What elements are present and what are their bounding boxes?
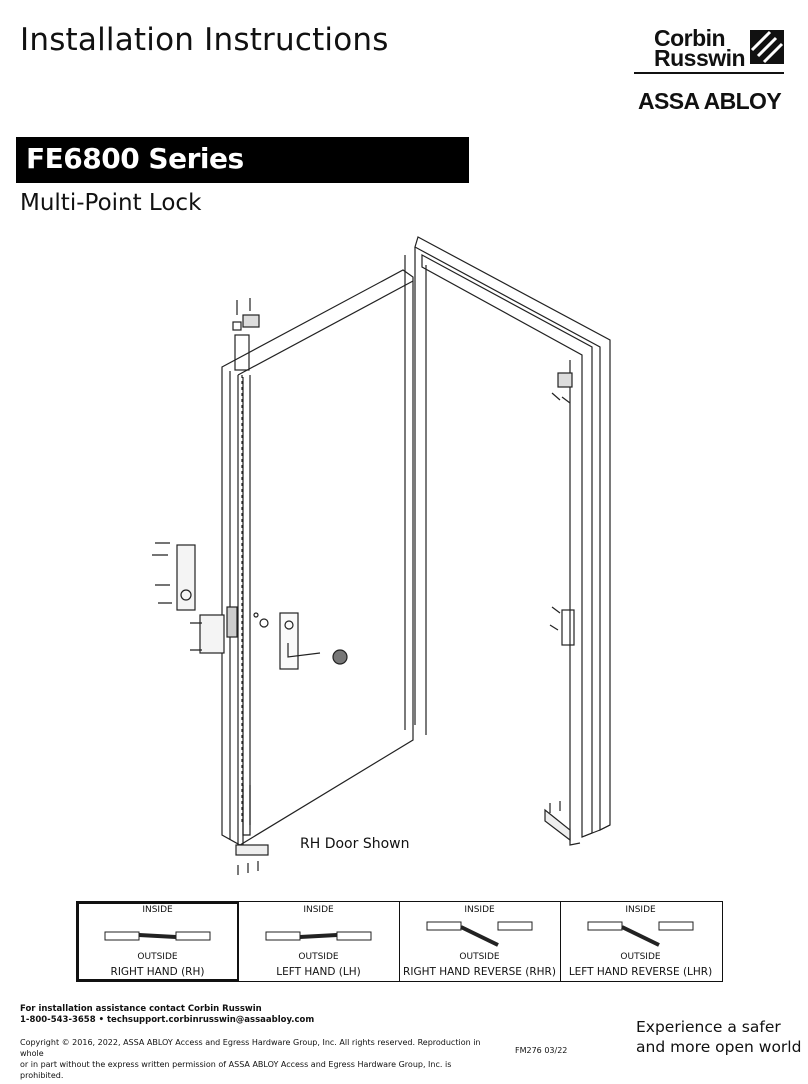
form-number: FM276 03/22 (515, 1046, 568, 1055)
door-handing-table: INSIDE OUTSIDE RIGHT HAND (RH) INSIDE OU… (76, 901, 723, 982)
handing-name: LEFT HAND (LH) (276, 966, 361, 978)
copyright-line-1: Copyright © 2016, 2022, ASSA ABLOY Acces… (20, 1038, 481, 1058)
corbin-russwin-logo: Corbin Russwin ASSA ABLOY (634, 25, 786, 118)
page-title: Installation Instructions (20, 22, 389, 58)
handing-lh-diagram (265, 931, 372, 941)
copyright-line-2: or in part without the express written p… (20, 1060, 452, 1080)
outside-label: OUTSIDE (298, 952, 339, 962)
copyright-notice: Copyright © 2016, 2022, ASSA ABLOY Acces… (20, 1037, 490, 1081)
installation-assistance: For installation assistance contact Corb… (20, 1004, 314, 1026)
series-banner (16, 137, 469, 183)
inside-label: INSIDE (303, 905, 334, 915)
tagline-line-1: Experience a safer (636, 1018, 781, 1036)
frame-strikes (544, 372, 575, 842)
logo-divider (634, 72, 784, 74)
handing-lh: INSIDE OUTSIDE LEFT HAND (LH) (238, 902, 400, 981)
inside-label: INSIDE (464, 905, 495, 915)
assist-phone-email: 1-800-543-3658 • techsupport.corbinrussw… (20, 1015, 315, 1025)
handing-lhr-diagram (587, 921, 694, 947)
outside-label: OUTSIDE (459, 952, 500, 962)
tagline: Experience a safer and more open world (636, 1017, 801, 1057)
lock-hardware (152, 542, 348, 670)
bottom-rod-assembly (235, 785, 269, 875)
inside-label: INSIDE (625, 905, 656, 915)
product-subtitle: Multi-Point Lock (20, 190, 202, 216)
logo-corbin-text: Corbin (654, 25, 726, 51)
handing-rh-diagram (104, 931, 211, 941)
handing-rh: INSIDE OUTSIDE RIGHT HAND (RH) (77, 902, 239, 981)
logo-russwin-text: Russwin (654, 45, 746, 71)
handing-name: LEFT HAND REVERSE (LHR) (568, 966, 713, 978)
inside-label: INSIDE (142, 905, 173, 915)
handing-name: RIGHT HAND (RH) (110, 966, 205, 978)
door-exploded-illustration (152, 236, 611, 875)
outside-label: OUTSIDE (620, 952, 661, 962)
outside-label: OUTSIDE (137, 952, 178, 962)
handing-lhr: INSIDE OUTSIDE LEFT HAND REVERSE (LHR) (560, 902, 721, 981)
door-frame (404, 236, 611, 846)
handing-rhr-diagram (426, 921, 533, 947)
door-leaf (221, 269, 414, 846)
assist-contact: For installation assistance contact Corb… (20, 1004, 262, 1014)
tagline-line-2: and more open world (636, 1038, 802, 1056)
illustration-caption: RH Door Shown (300, 836, 410, 852)
assa-abloy-logo: ASSA ABLOY (638, 88, 782, 114)
handing-rhr: INSIDE OUTSIDE RIGHT HAND REVERSE (RHR) (399, 902, 561, 981)
series-title: FE6800 Series (26, 142, 244, 175)
logo-stripes-icon (750, 30, 784, 64)
handing-name: RIGHT HAND REVERSE (RHR) (403, 966, 556, 978)
top-rod-assembly (232, 298, 260, 825)
